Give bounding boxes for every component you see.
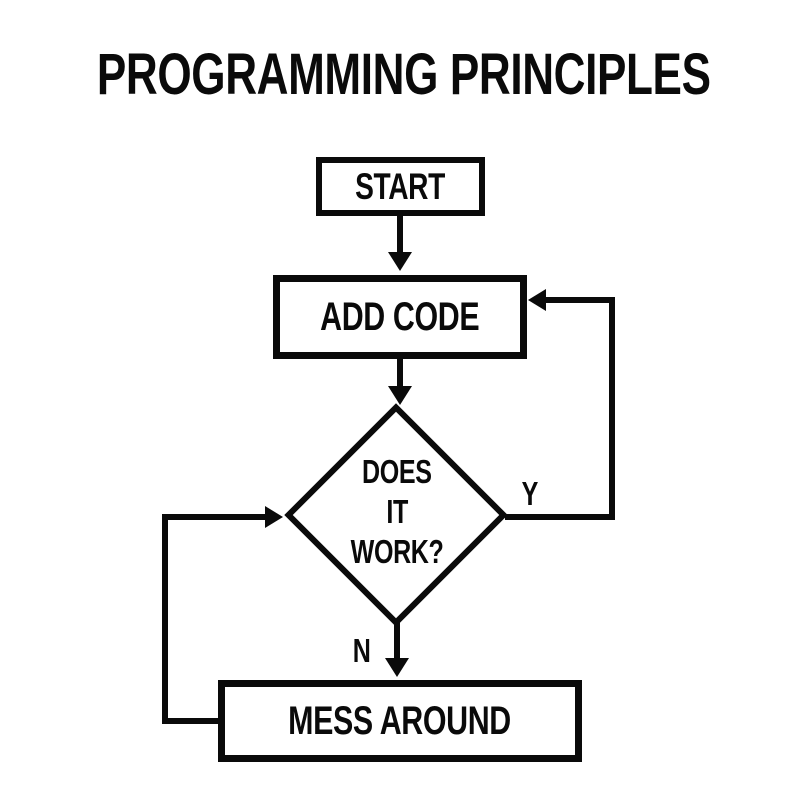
node-mess-around-label: MESS AROUND xyxy=(288,698,512,743)
edge-label-no: N xyxy=(342,634,382,667)
node-start-label: START xyxy=(355,165,446,207)
arrowhead-start-to-addcode-icon xyxy=(388,252,412,271)
node-add-code: ADD CODE xyxy=(273,275,527,359)
edge-loop-bottom-segment xyxy=(162,718,220,724)
decision-line-3: WORK? xyxy=(350,533,444,570)
arrowhead-yes-to-addcode-icon xyxy=(528,289,546,311)
page-title: PROGRAMMING PRINCIPLES xyxy=(0,46,800,104)
edge-start-to-addcode-shaft xyxy=(397,214,403,254)
edge-addcode-to-decision-shaft xyxy=(397,357,403,388)
decision-line-1: DOES xyxy=(362,453,432,490)
edge-no-shaft xyxy=(394,622,400,659)
arrowhead-no-to-messaround-icon xyxy=(385,658,409,677)
edge-loop-top-segment xyxy=(162,514,266,520)
node-add-code-label: ADD CODE xyxy=(320,294,480,339)
edge-yes-top-segment xyxy=(546,297,609,303)
decision-line-2: IT xyxy=(386,493,408,530)
arrowhead-addcode-to-decision-icon xyxy=(388,386,412,405)
edge-label-yes: Y xyxy=(510,477,550,510)
edge-yes-bottom-segment xyxy=(505,514,615,520)
node-mess-around: MESS AROUND xyxy=(218,680,582,762)
edge-label-yes-text: Y xyxy=(521,475,539,512)
page-title-text: PROGRAMMING PRINCIPLES xyxy=(96,42,711,107)
edge-label-no-text: N xyxy=(353,632,371,669)
edge-loop-vertical-segment xyxy=(162,514,168,724)
node-start: START xyxy=(316,157,485,216)
edge-yes-vertical-segment xyxy=(609,297,615,520)
node-decision-label: DOES IT WORK? xyxy=(297,452,497,572)
arrowhead-loop-to-decision-icon xyxy=(265,506,283,528)
